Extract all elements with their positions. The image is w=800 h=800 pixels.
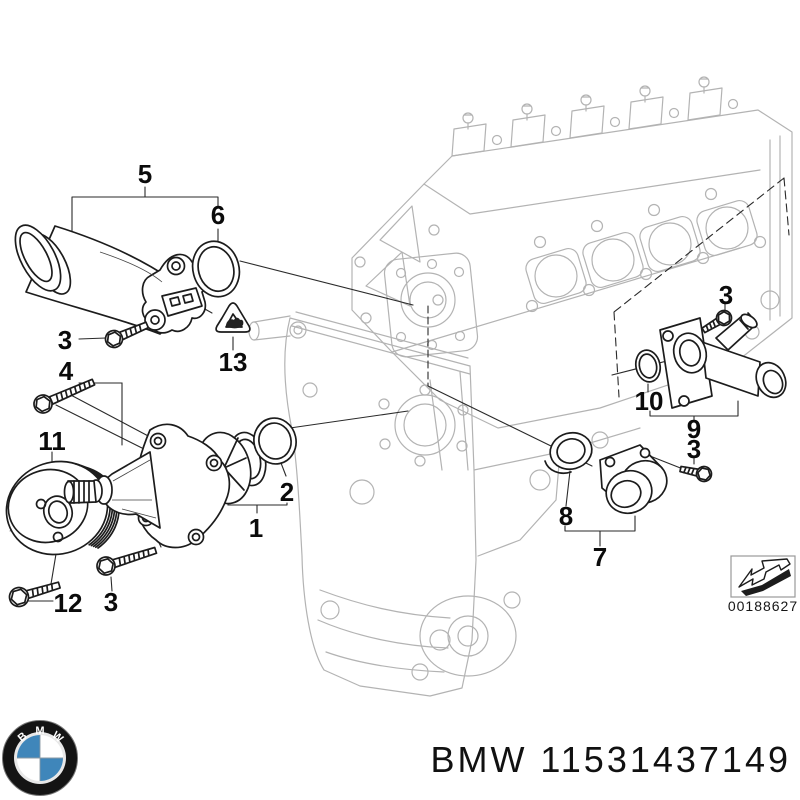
bolt-3-pump (96, 546, 158, 576)
part-coolant-flange-9 (659, 312, 787, 409)
warning-triangle-icon (215, 302, 251, 333)
callout-3-pipe: 3 (58, 325, 72, 355)
callout-2: 2 (280, 477, 294, 507)
callout-3-cap: 3 (687, 434, 701, 464)
logo-quadrant-blue-br (40, 758, 63, 781)
part-pulley (5, 460, 120, 556)
callout-labels: 5 6 3 13 4 11 2 1 12 3 3 10 9 3 8 7 (38, 159, 733, 618)
bolt-12-pulley (8, 581, 61, 608)
part-oring-10 (634, 349, 662, 383)
stud-bolt-4 (33, 378, 96, 414)
callout-9: 9 (687, 414, 701, 444)
logo-letter-m: M (35, 725, 44, 737)
callout-12: 12 (54, 588, 83, 618)
stamp-number: 00188627 (728, 598, 798, 614)
part-oring-2 (253, 417, 297, 465)
callout-4: 4 (59, 356, 74, 386)
callout-6: 6 (211, 200, 225, 230)
callout-3-pump: 3 (104, 587, 118, 617)
part-pipe-assembly (14, 224, 211, 335)
part-water-pump (63, 423, 267, 549)
footer-part-number: BMW 11531437149 (430, 739, 791, 780)
pipe-ear-boss (166, 256, 186, 276)
callout-3-flange: 3 (719, 280, 733, 310)
bolt-3-pipe (104, 321, 150, 349)
revision-stamp: 00188627 (728, 555, 798, 614)
callout-7: 7 (593, 542, 607, 572)
logo-quadrant-blue-tl (17, 735, 40, 758)
part-oring-6 (191, 240, 241, 298)
part-cap-7 (599, 444, 668, 515)
callout-11: 11 (38, 426, 66, 456)
change-arrow-icon (738, 558, 791, 596)
callout-5: 5 (138, 159, 152, 189)
bolt-3-cap (679, 465, 713, 483)
engine-assembly-drawing (248, 76, 793, 697)
bmw-logo: B M W (2, 720, 78, 796)
callout-1: 1 (249, 513, 263, 543)
part-seal-ring-8 (544, 431, 593, 475)
callout-10: 10 (635, 386, 664, 416)
callout-13: 13 (219, 347, 248, 377)
callout-8: 8 (559, 501, 573, 531)
